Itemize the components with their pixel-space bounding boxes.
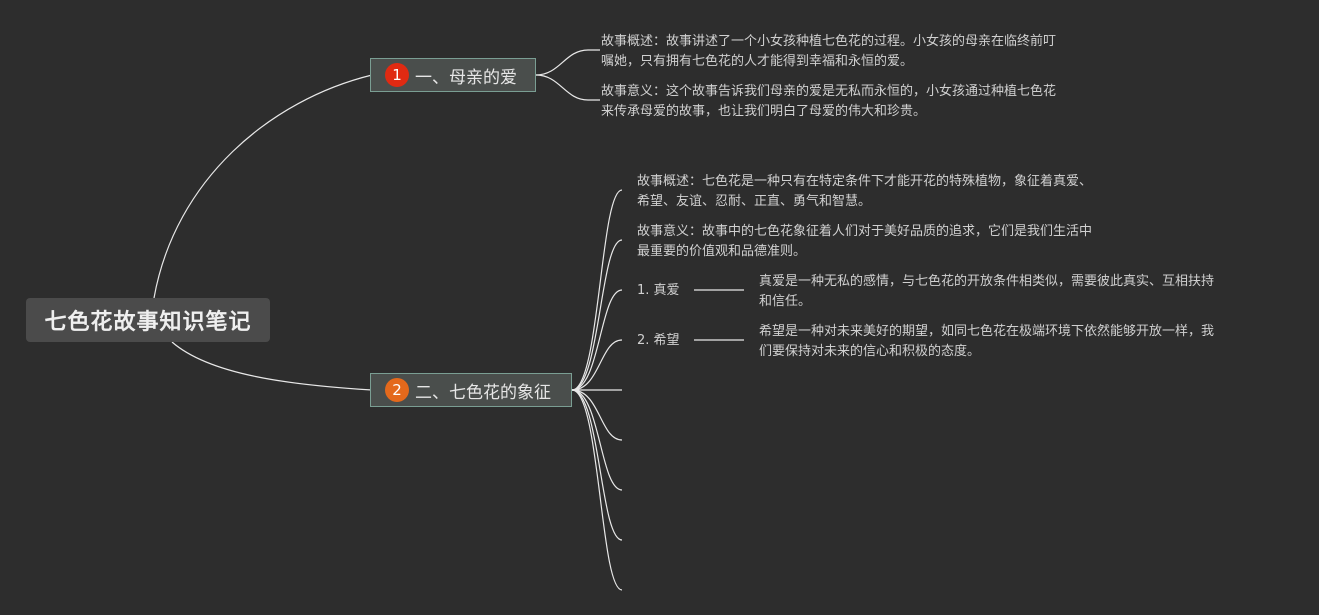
- branch1-to-meaning-line: [535, 74, 600, 101]
- branch1-label: 一、母亲的爱: [415, 67, 517, 88]
- item-true-love-label[interactable]: 1. 真爱: [637, 283, 680, 298]
- root-title: 七色花故事知识笔记: [44, 310, 252, 335]
- root-to-branch1-line: [153, 74, 373, 299]
- item-hope-label[interactable]: 2. 希望: [637, 333, 680, 348]
- branch1-meaning-note[interactable]: 故事意义：这个故事告诉我们母亲的爱是无私而永恒的，小女孩通过种植七色花 来传承母…: [601, 82, 1056, 122]
- branch2-label: 二、七色花的象征: [415, 382, 551, 403]
- branch1-meaning-line-2: 来传承母爱的故事，也让我们明白了母爱的伟大和珍贵。: [601, 104, 927, 119]
- branch1-overview-line-2: 嘱她，只有拥有七色花的人才能得到幸福和永恒的爱。: [601, 54, 914, 69]
- branch2-to-child-line-6: [571, 389, 623, 441]
- branch1-to-overview-line: [535, 49, 600, 76]
- number-2-badge-icon: 2: [385, 378, 409, 402]
- branch1-overview-line-1: 故事概述：故事讲述了一个小女孩种植七色花的过程。小女孩的母亲在临终前叮: [601, 34, 1057, 49]
- root-to-branch2-line: [171, 341, 373, 391]
- number-1-badge-icon: 1: [385, 63, 409, 87]
- branch2-meaning-line-1: 故事意义：故事中的七色花象征着人们对于美好品质的追求，它们是我们生活中: [637, 224, 1093, 239]
- item-true-love-desc-line-1: 真爱是一种无私的感情，与七色花的开放条件相类似，需要彼此真实、互相扶持: [759, 274, 1215, 289]
- branch2-to-child-line-8: [571, 389, 623, 541]
- item-true-love-desc-line-2: 和信任。: [759, 294, 812, 309]
- root-topic[interactable]: 七色花故事知识笔记: [26, 298, 270, 342]
- branch-mothers-love[interactable]: 1 一、母亲的爱: [370, 58, 536, 92]
- branch2-overview-line-1: 故事概述：七色花是一种只有在特定条件下才能开花的特殊植物，象征着真爱、: [637, 174, 1093, 189]
- branch2-to-child-line-4: [571, 339, 623, 391]
- branch2-to-child-line-7: [571, 389, 623, 491]
- branch2-overview-line-2: 希望、友谊、忍耐、正直、勇气和智慧。: [637, 194, 872, 209]
- item-hope-note[interactable]: 希望是一种对未来美好的期望，如同七色花在极端环境下依然能够开放一样，我 们要保持…: [759, 322, 1214, 362]
- branch1-overview-note[interactable]: 故事概述：故事讲述了一个小女孩种植七色花的过程。小女孩的母亲在临终前叮 嘱她，只…: [601, 32, 1056, 72]
- branch2-meaning-note[interactable]: 故事意义：故事中的七色花象征着人们对于美好品质的追求，它们是我们生活中 最重要的…: [637, 222, 1092, 262]
- branch2-overview-note[interactable]: 故事概述：七色花是一种只有在特定条件下才能开花的特殊植物，象征着真爱、 希望、友…: [637, 172, 1092, 212]
- item-hope-desc-line-2: 们要保持对未来的信心和积极的态度。: [759, 344, 981, 359]
- branch-flower-symbolism[interactable]: 2 二、七色花的象征: [370, 373, 572, 407]
- item-hope-desc-line-1: 希望是一种对未来美好的期望，如同七色花在极端环境下依然能够开放一样，我: [759, 324, 1215, 339]
- branch2-to-child-line-3: [571, 289, 623, 391]
- branch2-to-child-line-1: [571, 189, 623, 391]
- branch2-meaning-line-2: 最重要的价值观和品德准则。: [637, 244, 807, 259]
- branch1-meaning-line-1: 故事意义：这个故事告诉我们母亲的爱是无私而永恒的，小女孩通过种植七色花: [601, 84, 1057, 99]
- branch2-to-child-line-2: [571, 239, 623, 391]
- item-true-love-note[interactable]: 真爱是一种无私的感情，与七色花的开放条件相类似，需要彼此真实、互相扶持 和信任。: [759, 272, 1214, 312]
- branch2-to-child-line-9: [571, 389, 623, 591]
